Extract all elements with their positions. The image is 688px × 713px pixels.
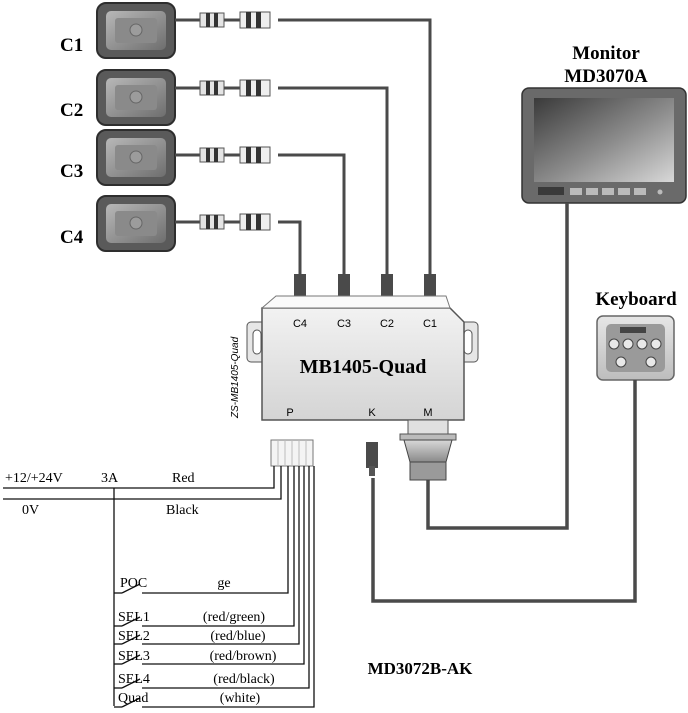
- black-wire-label: Black: [166, 503, 199, 518]
- camera-label-c3: C3: [60, 161, 83, 182]
- red-wire: [3, 466, 275, 489]
- connector-c1: [175, 11, 271, 29]
- switch-sel1: [114, 616, 141, 627]
- switch-sel3: [114, 654, 141, 665]
- port-label-c1: C1: [423, 318, 437, 330]
- switch-poc: [114, 583, 141, 594]
- control-box-side-text: ZS-MB1405-Quad: [230, 336, 241, 419]
- camera-cable-c1: [278, 18, 432, 274]
- switch-sel4: [114, 678, 141, 689]
- connector-c4: [175, 213, 271, 231]
- keyboard-cable: [371, 380, 637, 603]
- switch-label-sel3: SEL3: [118, 649, 150, 664]
- wire-label-quad: (white): [220, 691, 261, 706]
- switch-quad: [114, 697, 141, 708]
- camera-c2: [96, 69, 176, 126]
- wire-label-sel4: (red/black): [213, 672, 275, 687]
- camera-cable-c4: [278, 220, 302, 274]
- wire-label-poc: ge: [217, 576, 230, 591]
- wire-sel4: [142, 466, 310, 689]
- black-wire: [3, 466, 282, 500]
- voltage-label: +12/+24V: [5, 471, 63, 486]
- monitor-label-line2: MD3070A: [564, 66, 648, 87]
- switch-label-quad: Quad: [118, 691, 148, 706]
- wire-sel2: [142, 466, 300, 645]
- wire-quad: [142, 466, 315, 708]
- port-label-c4: C4: [293, 318, 307, 330]
- wire-sel1: [142, 466, 295, 627]
- port-label-c2: C2: [380, 318, 394, 330]
- keyboard-label: Keyboard: [595, 289, 677, 310]
- connector-c3: [175, 146, 271, 164]
- monitor-device: [521, 87, 687, 204]
- port-label-k: K: [368, 407, 376, 419]
- fuse-label: 3A: [101, 471, 119, 486]
- dsub-connector: [399, 419, 457, 481]
- control-box: [246, 295, 479, 421]
- camera-c1: [96, 2, 176, 59]
- p-connector: [270, 439, 314, 467]
- switch-label-sel1: SEL1: [118, 610, 150, 625]
- port-label-c3: C3: [337, 318, 351, 330]
- cable-set-label: MD3072B-AK: [368, 659, 474, 678]
- camera-cable-c2: [278, 86, 389, 274]
- wire-label-sel1: (red/green): [203, 610, 266, 625]
- camera-label-c2: C2: [60, 100, 83, 121]
- wire-label-sel3: (red/brown): [210, 649, 277, 664]
- wire-sel3: [142, 466, 305, 665]
- switch-sel2: [114, 634, 141, 645]
- ground-label: 0V: [22, 503, 39, 518]
- switch-label-sel4: SEL4: [118, 672, 150, 687]
- switch-label-sel2: SEL2: [118, 629, 150, 644]
- keyboard-plug: [366, 442, 378, 468]
- camera-cable-c3: [278, 153, 346, 274]
- camera-c4: [96, 195, 176, 252]
- switch-label-poc: POC: [120, 576, 147, 591]
- red-wire-label: Red: [172, 471, 195, 486]
- camera-label-c4: C4: [60, 227, 84, 248]
- camera-label-c1: C1: [60, 35, 83, 56]
- port-label-p: P: [286, 407, 293, 419]
- connector-c2: [175, 79, 271, 97]
- control-box-title: MB1405-Quad: [300, 356, 427, 378]
- keyboard-device: [596, 315, 675, 381]
- monitor-cable: [426, 203, 569, 530]
- wire-label-sel2: (red/blue): [210, 629, 266, 644]
- camera-c3: [96, 129, 176, 186]
- wire-poc: [142, 466, 289, 594]
- port-label-m: M: [423, 407, 432, 419]
- monitor-label-line1: Monitor: [572, 43, 640, 64]
